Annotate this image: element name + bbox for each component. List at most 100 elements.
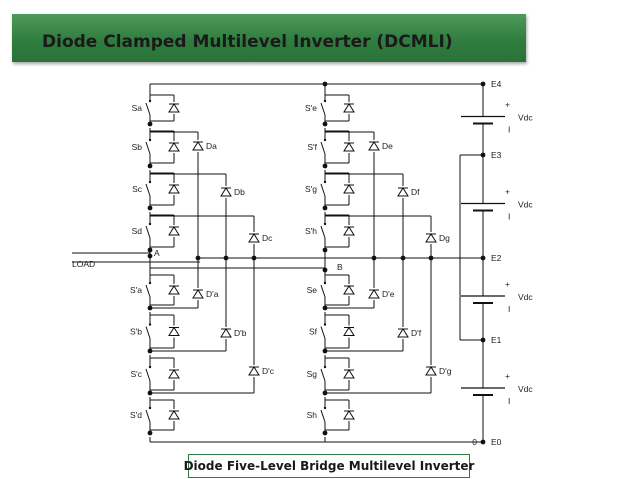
vdc-label: Vdc [518,384,533,394]
switch-label-ru3: S'h [305,226,317,236]
switch-blade [320,225,326,239]
diode-bg [167,409,181,421]
diode-bg [424,232,438,244]
switch-contact [148,323,152,326]
antiparallel-diode [343,410,355,420]
antiparallel-diode [343,369,355,379]
antiparallel-diode [343,285,355,295]
diode-bg [167,183,181,195]
junction-dot [147,163,153,169]
clamp-label-lower-2: D'g [439,366,452,376]
battery-minus: I [508,125,510,135]
ground-label: 0 [472,437,477,447]
diode-bg [342,141,356,153]
diode-bg [342,102,356,114]
clamp-diode [248,233,260,243]
switch-contact [148,138,152,142]
switch-blade [145,225,151,239]
diode-bg [191,288,205,300]
switch-label-rl0: Se [307,285,318,295]
battery-minus: I [508,396,510,406]
junction-dot [322,163,328,169]
diode-bg [167,284,181,296]
switch-label-ll1: S'b [130,327,142,337]
antiparallel-diode [343,103,355,113]
vdc-label: Vdc [518,113,533,123]
antiparallel-diode [168,410,180,420]
antiparallel-diode [168,369,180,379]
switch-blade [320,368,326,382]
switch-blade [145,368,151,382]
junction-dot [147,430,153,436]
diode-bg [367,288,381,300]
switch-blade [145,409,151,423]
antiparallel-diode [168,226,180,236]
diode-bg [167,141,181,153]
diode-bg [247,232,261,244]
vdc-label: Vdc [518,292,533,302]
junction-dot [322,121,328,127]
battery-plus: + [505,100,510,110]
junction-dot [147,205,153,211]
diode-bg [219,327,233,339]
battery-plus: + [505,279,510,289]
switch-blade [320,183,326,197]
diode-bg [342,225,356,237]
clamp-label-upper-2: Dg [439,233,450,243]
antiparallel-diode [168,142,180,152]
switch-contact [148,180,152,184]
diode-bg [367,140,381,152]
clamp-diode [220,187,232,197]
clamp-label-upper-0: De [382,141,393,151]
clamp-diode [425,366,437,376]
clamp-label-upper-1: Db [234,187,245,197]
switch-contact [148,222,152,226]
diode-bg [191,140,205,152]
switch-blade [320,141,326,155]
clamp-label-upper-1: Df [411,187,420,197]
antiparallel-diode [168,285,180,295]
clamp-label-lower-1: D'b [234,328,247,338]
switch-label-lu2: Sc [132,184,143,194]
antiparallel-diode [343,326,355,336]
switch-contact [323,222,327,226]
switch-blade [320,409,326,423]
clamp-diode [368,289,380,299]
clamp-diode [425,233,437,243]
page-title: Diode Clamped Multilevel Inverter (DCMLI… [42,32,453,52]
rail-label-E4: E4 [491,79,502,89]
switch-label-lu3: Sd [132,226,143,236]
switch-blade [320,326,326,339]
rail-label-E0: E0 [491,437,502,447]
switch-contact [323,138,327,142]
antiparallel-diode [343,142,355,152]
node-a-label: A [154,248,160,258]
rail-label-E3: E3 [491,150,502,160]
switch-contact [323,323,327,326]
switch-contact [323,281,327,285]
antiparallel-diode [168,184,180,194]
clamp-label-lower-0: D'a [206,289,219,299]
diode-bg [396,327,410,339]
clamp-label-upper-0: Da [206,141,217,151]
node-a-dot [147,253,153,259]
junction-dot [322,430,328,436]
switch-label-rl1: Sf [309,327,318,337]
battery-minus: I [508,304,510,314]
diode-bg [396,186,410,198]
switch-contact [323,99,327,103]
clamp-label-upper-2: Dc [262,233,273,243]
vdc-label: Vdc [518,200,533,210]
battery-plus: + [505,371,510,381]
switch-label-rl3: Sh [307,410,318,420]
switch-label-lu1: Sb [132,142,143,152]
battery-plus: + [505,187,510,197]
clamp-diode [192,289,204,299]
junction-dot [322,81,328,87]
clamp-label-lower-0: D'e [382,289,395,299]
switch-blade [145,284,151,298]
switch-blade [145,183,151,197]
rail-dot [480,81,486,87]
switch-contact [323,365,327,369]
header-bar [12,14,526,62]
